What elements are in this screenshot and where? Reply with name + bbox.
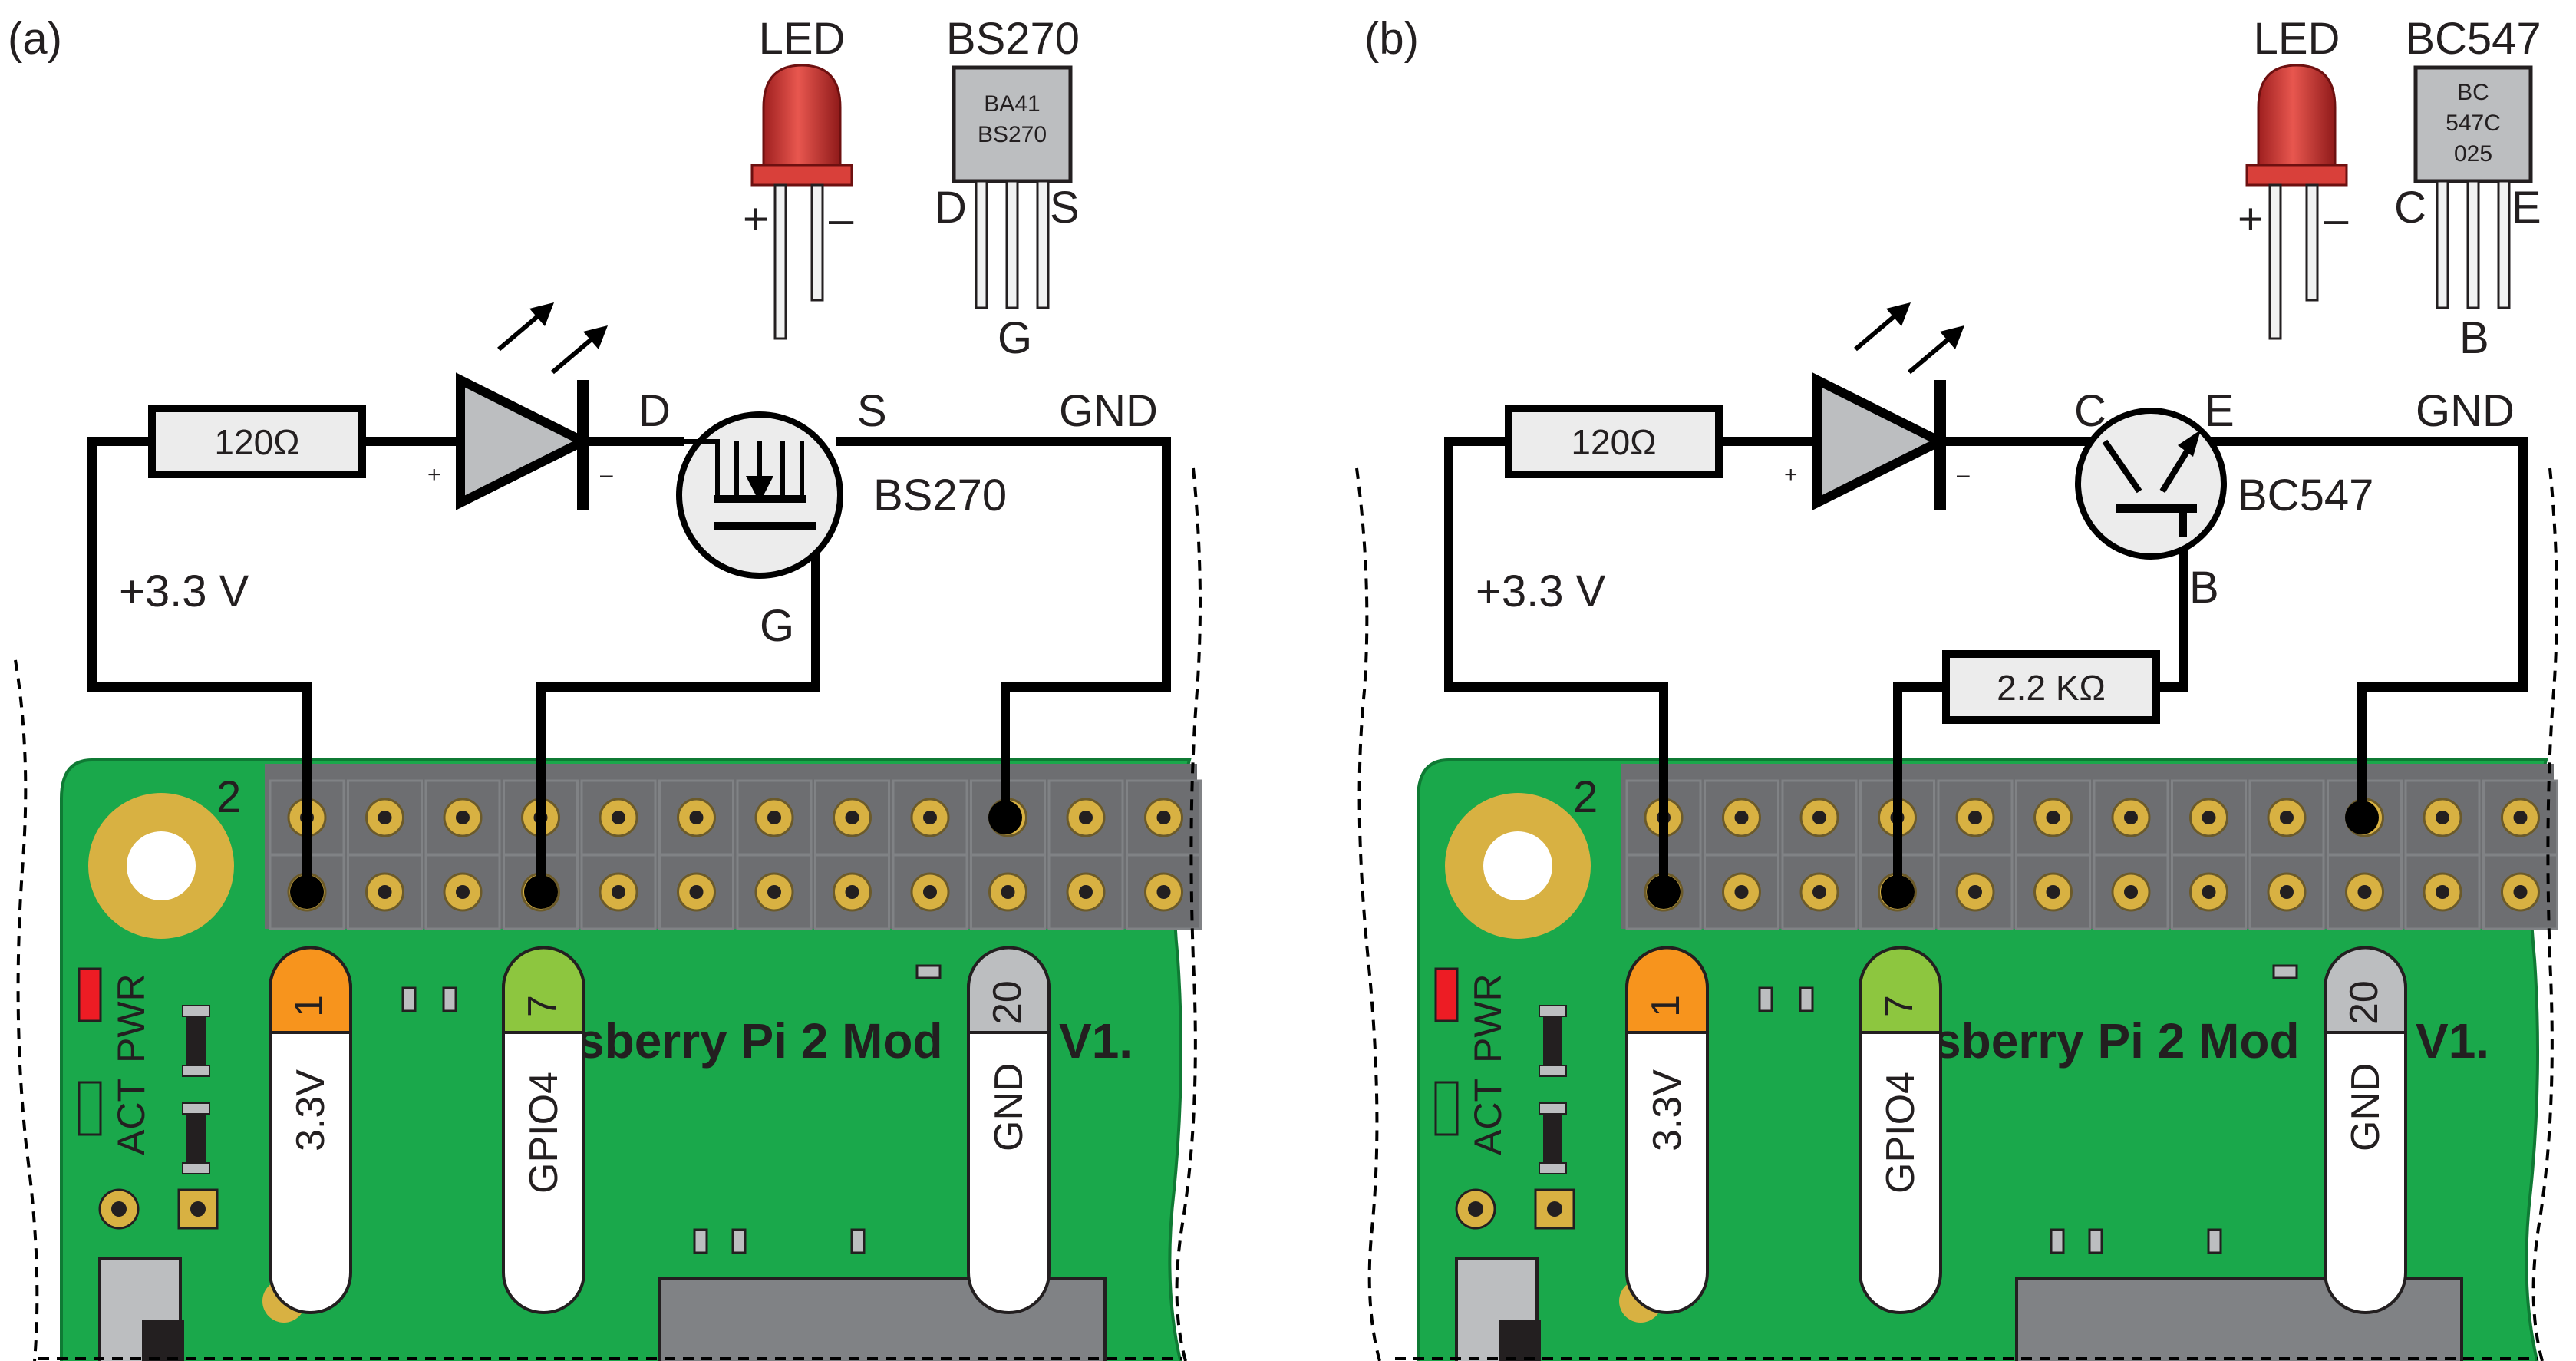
wire-3v3 xyxy=(1444,437,1668,897)
led-component: LED + – xyxy=(2238,14,2349,340)
act-label: ACT xyxy=(1466,1079,1509,1155)
header-number: 2 xyxy=(1573,772,1598,822)
led-title: LED xyxy=(2254,14,2340,64)
pin-tab-gnd: 20 GND xyxy=(2324,946,2407,1314)
chip-line1: BC xyxy=(2457,80,2489,105)
pwr-label: PWR xyxy=(110,973,153,1063)
wire-3v3 xyxy=(87,437,312,897)
resistor-120 xyxy=(148,405,366,478)
pin-tab-gnd: 20 GND xyxy=(967,946,1051,1314)
resistor-label: 120Ω xyxy=(1571,422,1656,462)
wire-gnd xyxy=(836,437,1171,822)
chip-pin-right: E xyxy=(2512,183,2541,233)
bjt-symbol xyxy=(2075,408,2227,560)
mosfet-symbol xyxy=(676,411,843,579)
pwr-label: PWR xyxy=(1466,973,1509,1063)
transistor-package: BC547 BC 547C 025 C E B xyxy=(2394,14,2541,363)
gnd-label: GND xyxy=(2416,386,2515,436)
component-label: BS270 xyxy=(873,471,1007,520)
pin-s-label: S xyxy=(857,386,887,436)
panel-a: PWR ACT sberry Pi 2 Mod V1. xyxy=(8,14,1202,1361)
chip-pin-bottom: G xyxy=(998,313,1032,363)
tab-number: 20 xyxy=(2342,980,2386,1025)
wire-gnd xyxy=(2181,437,2528,822)
chip-title: BS270 xyxy=(946,14,1080,64)
resistor-2k2 xyxy=(1942,650,2160,724)
wire-gpio xyxy=(1893,682,1952,897)
pin-g-label: G xyxy=(760,601,794,651)
pin-d-label: D xyxy=(638,386,671,436)
diode-plus: + xyxy=(1784,462,1798,487)
pin-tab-gpio4: 7 GPIO4 xyxy=(1859,946,1942,1314)
tab-number: 7 xyxy=(520,995,565,1017)
pwr-led xyxy=(1434,967,1459,1022)
supply-label: +3.3 V xyxy=(1476,567,1606,616)
pin-b-label: B xyxy=(2189,563,2219,613)
gnd-label: GND xyxy=(1059,386,1158,436)
supply-label: +3.3 V xyxy=(119,567,249,616)
transistor-package: BS270 BA41 BS270 D S G xyxy=(935,14,1080,363)
led-title: LED xyxy=(759,14,846,64)
diode-minus: – xyxy=(1957,462,1970,487)
chip-line2: 547C xyxy=(2446,111,2501,136)
led-component: LED + – xyxy=(743,14,854,340)
panel-b: PWR ACT sberry Pi 2 Mod V1. 2 xyxy=(1355,14,2558,1361)
pin-tab-3v3: 1 3.3V xyxy=(1625,946,1709,1314)
led-minus: – xyxy=(2324,194,2349,244)
board-version-text: V1. xyxy=(2416,1013,2489,1069)
board-version-text: V1. xyxy=(1059,1013,1133,1069)
board-name-text: sberry Pi 2 Mod xyxy=(1934,1013,2300,1069)
act-label: ACT xyxy=(110,1079,153,1155)
resistor-label: 120Ω xyxy=(214,422,299,462)
header-pins xyxy=(1625,779,2558,930)
led-minus: – xyxy=(829,194,854,244)
act-led xyxy=(78,1081,102,1136)
left-dashed-edge xyxy=(1355,467,1381,1361)
header-number: 2 xyxy=(216,772,241,822)
led-symbol: + – xyxy=(1784,302,1970,510)
wire-base xyxy=(2150,517,2188,692)
pin-e-label: E xyxy=(2205,386,2235,436)
chip-pin-right: S xyxy=(1050,183,1080,233)
led-plus: + xyxy=(743,194,769,244)
left-dashed-edge xyxy=(14,659,39,1361)
resistor-120 xyxy=(1505,405,1723,478)
chip-pin-left: C xyxy=(2394,183,2426,233)
diode-minus: – xyxy=(600,462,613,487)
right-dashed-edge xyxy=(2531,467,2558,1361)
chip-line1: BA41 xyxy=(984,91,1040,117)
led-plus: + xyxy=(2238,194,2264,244)
diode-plus: + xyxy=(427,462,441,487)
tab-name: 3.3V xyxy=(289,1069,333,1151)
chip-pin-left: D xyxy=(935,183,967,233)
panel-label: (b) xyxy=(1364,14,1419,64)
chip-title: BC547 xyxy=(2405,14,2541,64)
tab-name: 3.3V xyxy=(1645,1069,1690,1151)
right-dashed-edge xyxy=(1175,467,1202,1361)
tab-name: GPIO4 xyxy=(1878,1072,1923,1194)
pin-tab-gpio4: 7 GPIO4 xyxy=(502,946,585,1314)
board-name-text: sberry Pi 2 Mod xyxy=(577,1013,943,1069)
tab-name: GPIO4 xyxy=(522,1072,566,1194)
tab-name: GND xyxy=(987,1062,1031,1151)
tab-name: GND xyxy=(2343,1062,2388,1151)
tab-number: 20 xyxy=(985,980,1030,1025)
chip-pin-bottom: B xyxy=(2459,313,2489,363)
tab-number: 7 xyxy=(1877,995,1921,1017)
led-symbol: + – xyxy=(427,302,613,510)
resistor2-label: 2.2 KΩ xyxy=(1997,668,2106,708)
component-label: BC547 xyxy=(2238,471,2373,520)
pwr-led xyxy=(78,967,102,1022)
pin-tab-3v3: 1 3.3V xyxy=(269,946,352,1314)
chip-line2: BS270 xyxy=(978,122,1047,147)
act-led xyxy=(1434,1081,1459,1136)
panel-label: (a) xyxy=(8,14,62,64)
chip-line3: 025 xyxy=(2454,141,2492,167)
pin-c-label: C xyxy=(2074,386,2106,436)
tab-number: 1 xyxy=(287,995,331,1017)
tab-number: 1 xyxy=(1644,995,1688,1017)
